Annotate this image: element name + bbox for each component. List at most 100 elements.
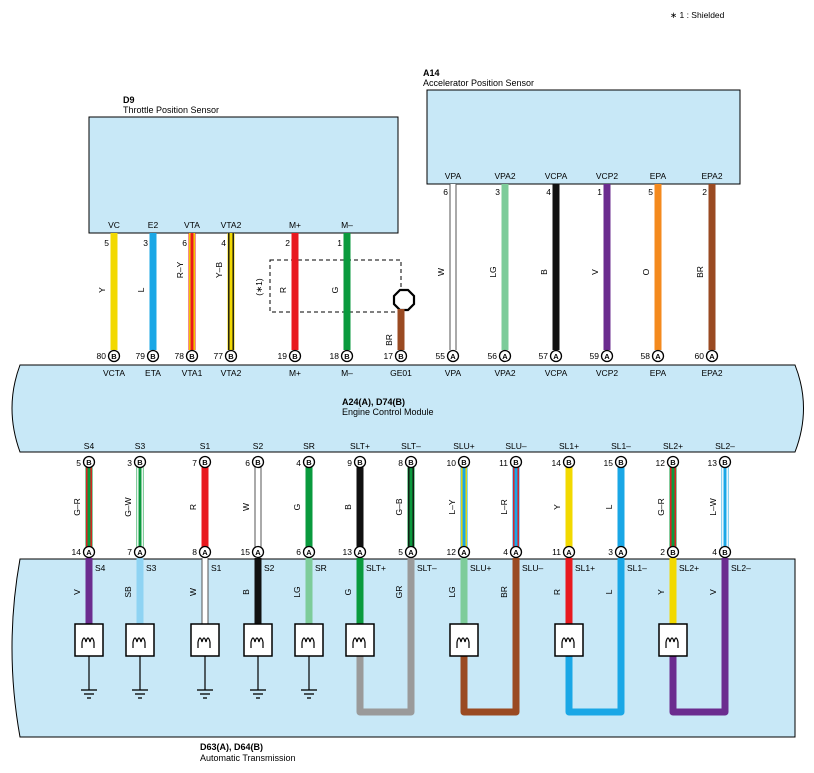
at-pin-label: SLU– [522,563,544,573]
tps-wire-color: Y–B [214,262,224,278]
ecm-out-terminal [82,455,96,469]
ecm-out-pin-label: SL2– [715,441,735,451]
ecm-pin-number: 79 [136,351,146,361]
ecm-out-terminal-letter: B [357,458,363,467]
at-wire-s4 [85,462,93,552]
at-pin-label: S3 [146,563,157,573]
at-internal-wire-color: SB [123,586,133,598]
tps-pin-label: E2 [148,220,159,230]
at-internal-wire-color: V [708,589,718,595]
tps-wire-color: G [330,287,340,294]
at-wire-s3 [136,462,144,552]
tps-wire-color: Y [97,287,107,293]
ecm-pin-number: 80 [97,351,107,361]
ecm-pin-number: 55 [436,351,446,361]
shielded-legend: ∗ 1 : Shielded [670,10,725,20]
at-pin-label: SLT+ [366,563,386,573]
solenoid-slu+ [449,623,479,657]
ecm-terminal-letter: B [344,352,350,361]
tps-pin-label: M– [341,220,353,230]
aps-wire-color: LG [488,266,498,277]
aps-wire-color: BR [695,266,705,278]
ecm-out-pin-label: SLT+ [350,441,370,451]
at-return-wire [669,558,729,716]
tps-pin-number: 2 [285,238,290,248]
ecm-terminal [549,349,563,363]
ecm-terminal [651,349,665,363]
at-wire-color: Y [552,504,562,510]
ecm-out-terminal [198,455,212,469]
ecm-terminal-letter: B [189,352,195,361]
solenoid-sl2+ [658,623,688,657]
tps-wire-vta [188,233,196,350]
ecm-out-pin-number: 4 [296,458,301,468]
shield-outline [269,259,402,313]
ecm-pin-label: VTA1 [182,368,203,378]
at-terminal-letter: A [357,548,363,557]
at-pin-label: SR [315,563,327,573]
ecm-terminal-letter: A [450,352,456,361]
at-pin-number: 7 [127,547,132,557]
at-pin-label: SLU+ [470,563,492,573]
at-pin-label: SLT– [417,563,437,573]
ecm-terminal [340,349,354,363]
ecm-out-pin-number: 14 [552,458,562,468]
at-return-wire [356,558,415,716]
shield-tag: (∗1) [254,278,264,296]
at-pin-number: 6 [296,547,301,557]
at-wire-color: L–R [499,499,509,515]
ecm-out-terminal [133,455,147,469]
aps-pin-number: 5 [648,187,653,197]
ecm-out-pin-number: 11 [499,458,508,468]
at-internal-wire-color: GR [394,586,404,599]
ground-symbol [132,656,148,699]
tps-box [88,116,399,234]
tps-wire-color: R [278,287,288,293]
ground-symbol [301,656,317,699]
ecm-pin-number: 78 [175,351,185,361]
at-terminal [404,545,418,559]
at-terminal-letter: A [202,548,208,557]
at-pin-number: 14 [72,547,82,557]
tps-wire-vta2 [227,233,235,350]
ecm-pin-label: VPA [445,368,462,378]
ecm-out-terminal-letter: B [722,458,728,467]
ecm-out-pin-label: S1 [200,441,211,451]
at-terminal-letter: B [670,548,676,557]
ecm-out-terminal-letter: B [408,458,414,467]
ecm-pin-label: VPA2 [494,368,515,378]
ecm-terminal [705,349,719,363]
aps-pin-label: VPA [445,171,462,181]
solenoid-s2 [243,623,273,657]
ecm-out-terminal-letter: B [566,458,572,467]
ecm-out-pin-label: SLT– [401,441,421,451]
ecm-terminal [146,349,160,363]
aps-pin-number: 2 [702,187,707,197]
at-wire-color: G [292,504,302,511]
ecm-out-pin-number: 15 [604,458,614,468]
at-wire-sl2– [721,462,729,552]
at-terminal-letter: A [566,548,572,557]
at-wire-color: L [604,504,614,509]
at-pin-label: SL2+ [679,563,699,573]
ecm-terminal [288,349,302,363]
ecm-out-terminal-letter: B [461,458,467,467]
at-internal-wire-color: W [188,588,198,596]
ecm-pin-number: 17 [384,351,394,361]
at-terminal [666,545,680,559]
at-terminal-letter: B [722,548,728,557]
at-wire-color: L–W [708,498,718,515]
aps-pin-number: 6 [443,187,448,197]
at-internal-wire-color: L [604,589,614,594]
ecm-terminal-letter: B [228,352,234,361]
ecm-pin-label: VCPA [545,368,568,378]
shield-ground-symbol [392,288,416,312]
at-terminal [457,545,471,559]
ecm-out-terminal-letter: B [255,458,261,467]
ecm-out-terminal [251,455,265,469]
tps-pin-number: 6 [182,238,187,248]
ecm-pin-label: M– [341,368,353,378]
ecm-out-pin-label: SL1+ [559,441,579,451]
solenoid-s4 [74,623,104,657]
